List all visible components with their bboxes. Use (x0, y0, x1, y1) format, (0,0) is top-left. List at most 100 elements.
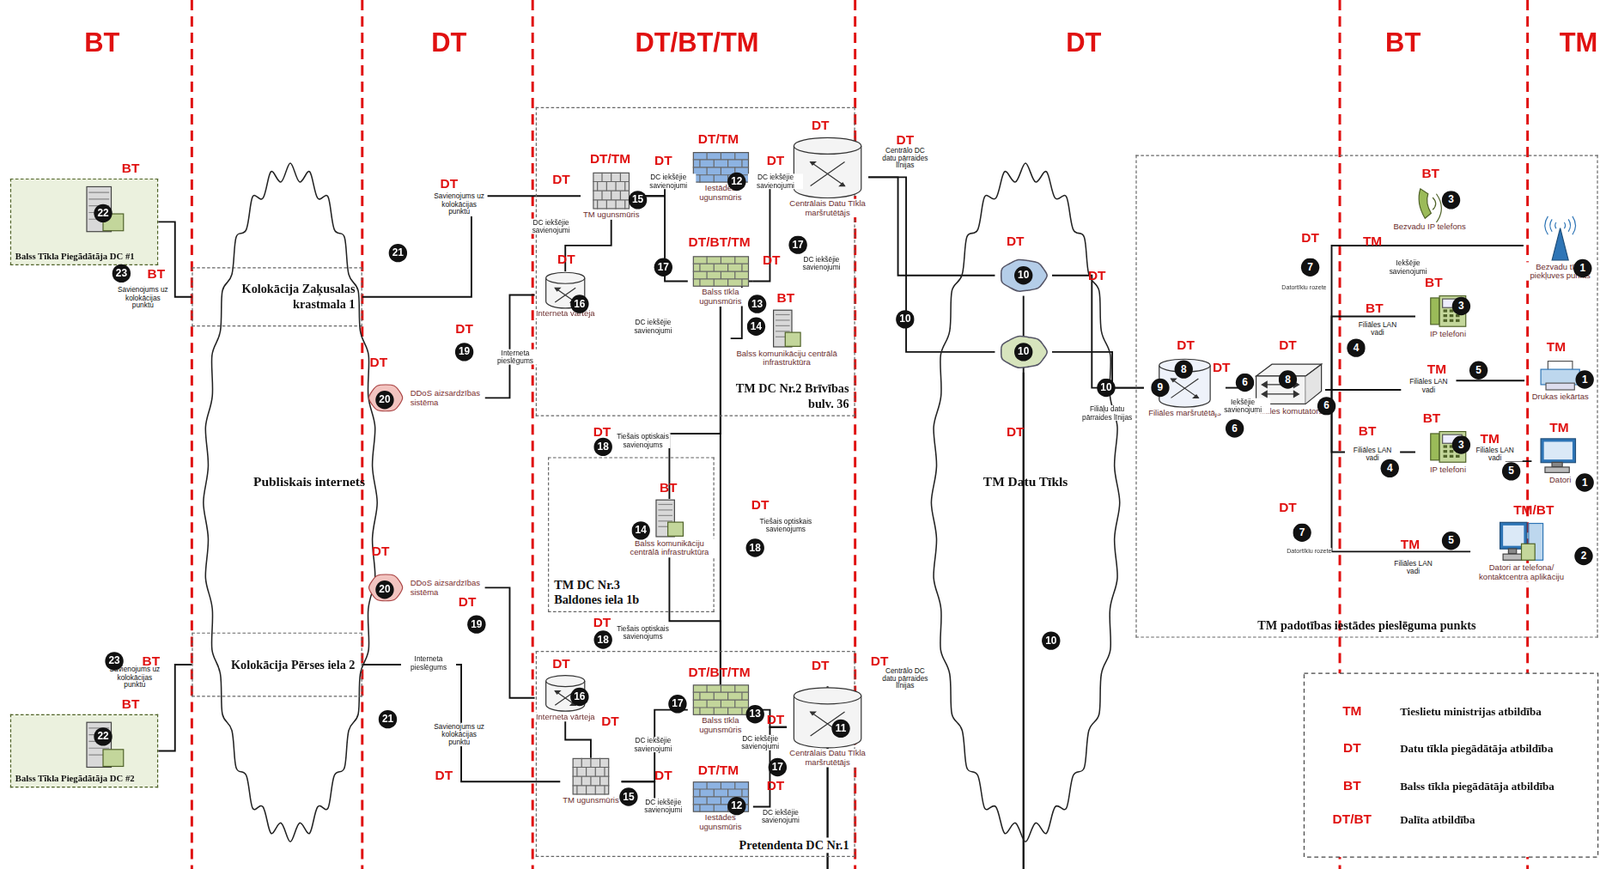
connector-label: Iekšējie savienojumi (1380, 259, 1436, 275)
callout-number: 1 (1575, 473, 1594, 492)
device-icon (771, 309, 803, 348)
zone-header: BT (84, 26, 120, 59)
provider-box: Balss Tīkla Piegādātāja DC #1 (10, 178, 159, 266)
callout-number: 6 (1235, 373, 1254, 392)
responsibility-tag: DT (811, 657, 830, 674)
responsibility-tag: DT (601, 713, 620, 730)
device-label: Balss tīkla ugunsmūris (687, 287, 754, 307)
responsibility-tag: DT (1006, 232, 1025, 249)
device-icon (654, 498, 686, 538)
node-title: Kolokācija Pērses iela 2 (201, 657, 355, 673)
responsibility-tag: DT (654, 152, 673, 169)
responsibility-tag: DT/BT/TM (688, 664, 751, 681)
device-icon (692, 255, 749, 287)
colocation-box: Kolokācija Pērses iela 2 (191, 632, 362, 698)
cloud-outline (923, 142, 1128, 863)
callout-number: 6 (1317, 396, 1336, 415)
device-label: Datori (1548, 475, 1573, 486)
connector-label: Filiāles LAN vadi (1400, 377, 1456, 394)
device-icon (1539, 359, 1582, 391)
node-title: 10 (1014, 266, 1033, 285)
connector-label: Filiāles LAN vadi (1385, 559, 1441, 575)
callout-number: 16 (570, 294, 589, 313)
connector-label: DC iekšējie savienojumi (732, 735, 788, 751)
callout-number: 3 (1452, 435, 1471, 454)
device-label: IP telefoni (1429, 329, 1467, 340)
device-icon (792, 136, 863, 198)
callout-number: 16 (570, 687, 589, 706)
responsibility-tag: BT (142, 653, 161, 670)
legend-text: Balss tīkla piegādātāja atbildība (1399, 779, 1555, 792)
device-icon (572, 758, 610, 796)
provider-box: Balss Tīkla Piegādātāja DC #2 (10, 714, 159, 789)
callout-number: 22 (93, 727, 112, 746)
responsibility-tag: DT (766, 152, 785, 169)
connector-label: Tiešais optiskais savienojums (758, 517, 814, 534)
responsibility-tag: DT (766, 711, 785, 728)
connector-label: Filiāļu datu pārraides līnijas (1079, 405, 1135, 421)
responsibility-tag: TM (1549, 419, 1569, 436)
site-box: TM DC Nr.3 Baldones iela 1bBalss komunik… (547, 456, 715, 613)
node-title: Publiskais internets (248, 474, 372, 491)
callout-number: 18 (746, 538, 765, 557)
responsibility-tag: TM (1362, 232, 1382, 249)
callout-number: 17 (788, 235, 807, 254)
connector-line (1325, 389, 1471, 552)
connector-line (827, 372, 1024, 869)
callout-number: 12 (727, 172, 746, 191)
small-note: Datortīklu rozete (1286, 547, 1332, 554)
callout-number: 7 (1301, 258, 1320, 277)
device-node: TM ugunsmūris (559, 758, 621, 806)
device-label: Balss komunikāciju centrālā infrastruktū… (730, 348, 844, 368)
callout-number: 5 (1441, 531, 1461, 550)
node-title: Balss Tīkla Piegādātāja DC #1 (15, 250, 139, 262)
device-node: IP telefoni (1415, 293, 1481, 340)
responsibility-tag: DT/BT/TM (688, 234, 751, 250)
connector-label: DC iekšējie savienojumi (793, 255, 849, 271)
connector-line (484, 587, 535, 698)
callout-number: 23 (112, 264, 131, 283)
callout-number: 17 (768, 758, 787, 777)
legend-text: Datu tīkla piegādātāja atbildība (1399, 742, 1553, 755)
device-label: TM ugunsmūris (582, 210, 641, 220)
node-title: TM DC Nr.3 Baldones iela 1b (553, 577, 657, 609)
connector-line (158, 664, 192, 751)
connector-label: DC iekšējie savienojumi (625, 736, 681, 753)
callout-number: 5 (1469, 361, 1488, 380)
responsibility-tag: DT (1301, 230, 1320, 246)
callout-number: 10 (1041, 631, 1060, 650)
device-label: Centrālais Datu Tīkla maršrutētājs (786, 199, 869, 219)
connector-line (868, 176, 995, 275)
callout-number: 8 (1174, 359, 1193, 378)
responsibility-tag: TM/BT (1513, 502, 1554, 518)
responsibility-tag: DT (458, 594, 477, 610)
connector-label: Tiešais optiskais savienojums (614, 432, 670, 449)
responsibility-tag: BT (121, 160, 140, 177)
device-label: Balss tīkla ugunsmūris (687, 716, 754, 736)
callout-number: 10 (1096, 378, 1115, 397)
callout-number: 13 (746, 705, 765, 724)
connector-label: Filiāles LAN vadi (1350, 320, 1406, 336)
node-title: TM DC Nr.2 Brīvības bulv. 36 (728, 381, 849, 413)
responsibility-tag: DT (369, 354, 388, 371)
device-icon (1498, 521, 1544, 563)
connector-label: DC iekšējie savienojumi (625, 318, 681, 335)
responsibility-tag: BT (1365, 300, 1384, 317)
connector-label: Savienojums uz kolokācijas punktu (115, 285, 171, 310)
connector-line (753, 176, 787, 281)
legend-key: TM (1342, 703, 1362, 719)
connector-label: DC iekšējie savienojumi (640, 173, 696, 189)
callout-number: 5 (1502, 462, 1521, 481)
callout-number: 23 (104, 651, 123, 670)
node-title: DDoS aizsardzības sistēma (410, 577, 486, 597)
device-node: Interneta vārteja (535, 271, 597, 319)
callout-number: 9 (1150, 378, 1169, 397)
connector-line (1052, 275, 1144, 389)
connector-line (868, 176, 995, 353)
responsibility-tag: BT (146, 266, 165, 282)
connector-label: Filiāles LAN vadi (1467, 446, 1523, 463)
callout-number: 17 (654, 258, 673, 277)
responsibility-tag: BT (1423, 410, 1442, 426)
connector-line (827, 296, 1024, 869)
